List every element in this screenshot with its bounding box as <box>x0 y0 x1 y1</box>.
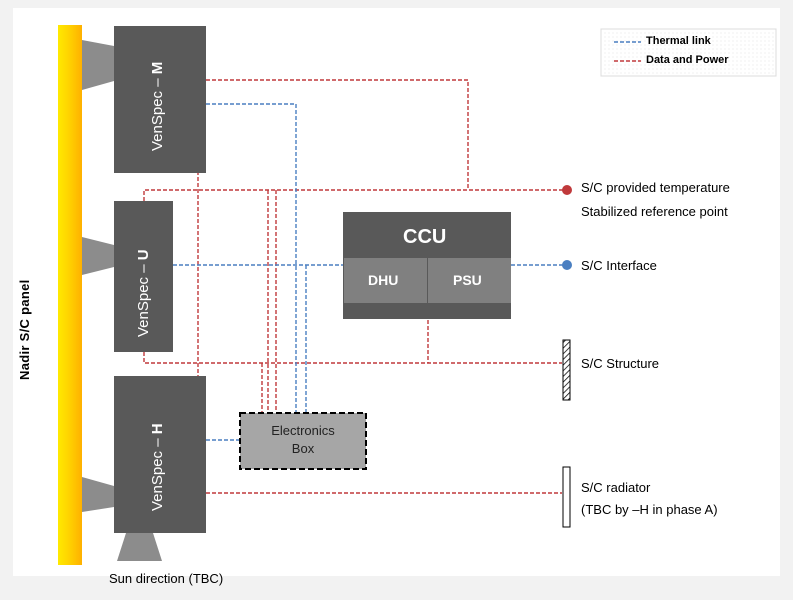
electronics-box-line1: Electronics <box>271 423 335 438</box>
legend-data-power-label: Data and Power <box>646 54 729 66</box>
venspec-m-name: VenSpec – <box>149 78 166 151</box>
venspec-u-suffix: U <box>135 249 152 261</box>
psu-label: PSU <box>453 272 482 288</box>
sun-direction-label: Sun direction (TBC) <box>109 571 224 586</box>
thermal-link-m <box>206 103 297 412</box>
dhu-box <box>344 258 427 303</box>
temp-point-dot <box>562 185 572 195</box>
mount-h <box>82 477 114 512</box>
mount-m <box>82 40 114 90</box>
data-link-m-top <box>206 79 469 190</box>
structure-symbol <box>562 339 571 401</box>
sc-structure-label: S/C Structure <box>581 356 660 371</box>
nadir-panel <box>58 25 82 565</box>
thermal-links <box>173 103 566 441</box>
psu-box <box>428 258 511 303</box>
sun-direction-mount <box>117 533 162 561</box>
temperature-label-line2: Stabilized reference point <box>581 204 728 219</box>
legend-thermal-label: Thermal link <box>646 35 711 47</box>
sc-radiator-label-line2: (TBC by –H in phase A) <box>581 502 718 517</box>
venspec-m-label: VenSpec – M <box>149 62 166 151</box>
venspec-u-box <box>114 201 173 352</box>
legend-box <box>600 28 777 77</box>
venspec-h-label: VenSpec – H <box>149 423 166 511</box>
venspec-h-suffix: H <box>149 423 166 435</box>
interface-dot <box>562 260 572 270</box>
temperature-label-line1: S/C provided temperature <box>581 180 730 195</box>
nadir-panel-label: Nadir S/C panel <box>17 279 32 380</box>
electronics-box <box>239 412 367 470</box>
venspec-u-name: VenSpec – <box>135 264 152 337</box>
sc-interface-label: S/C Interface <box>581 258 657 273</box>
mount-u <box>82 237 114 275</box>
sc-radiator-label-line1: S/C radiator <box>581 480 651 495</box>
electronics-box-line2: Box <box>291 441 315 456</box>
ccu-title: CCU <box>403 226 447 248</box>
venspec-h-box <box>114 376 206 533</box>
data-power-links <box>143 79 566 494</box>
venspec-m-suffix: M <box>149 61 166 75</box>
venspec-u-label: VenSpec – U <box>135 249 152 337</box>
dhu-label: DHU <box>368 272 399 288</box>
venspec-h-name: VenSpec – <box>149 438 166 511</box>
data-link-temp-ref <box>143 189 566 201</box>
electronics-box-label: Electronics Box <box>240 422 366 458</box>
venspec-m-box <box>114 26 206 173</box>
data-link-structure <box>143 352 562 364</box>
radiator-symbol <box>562 466 571 528</box>
